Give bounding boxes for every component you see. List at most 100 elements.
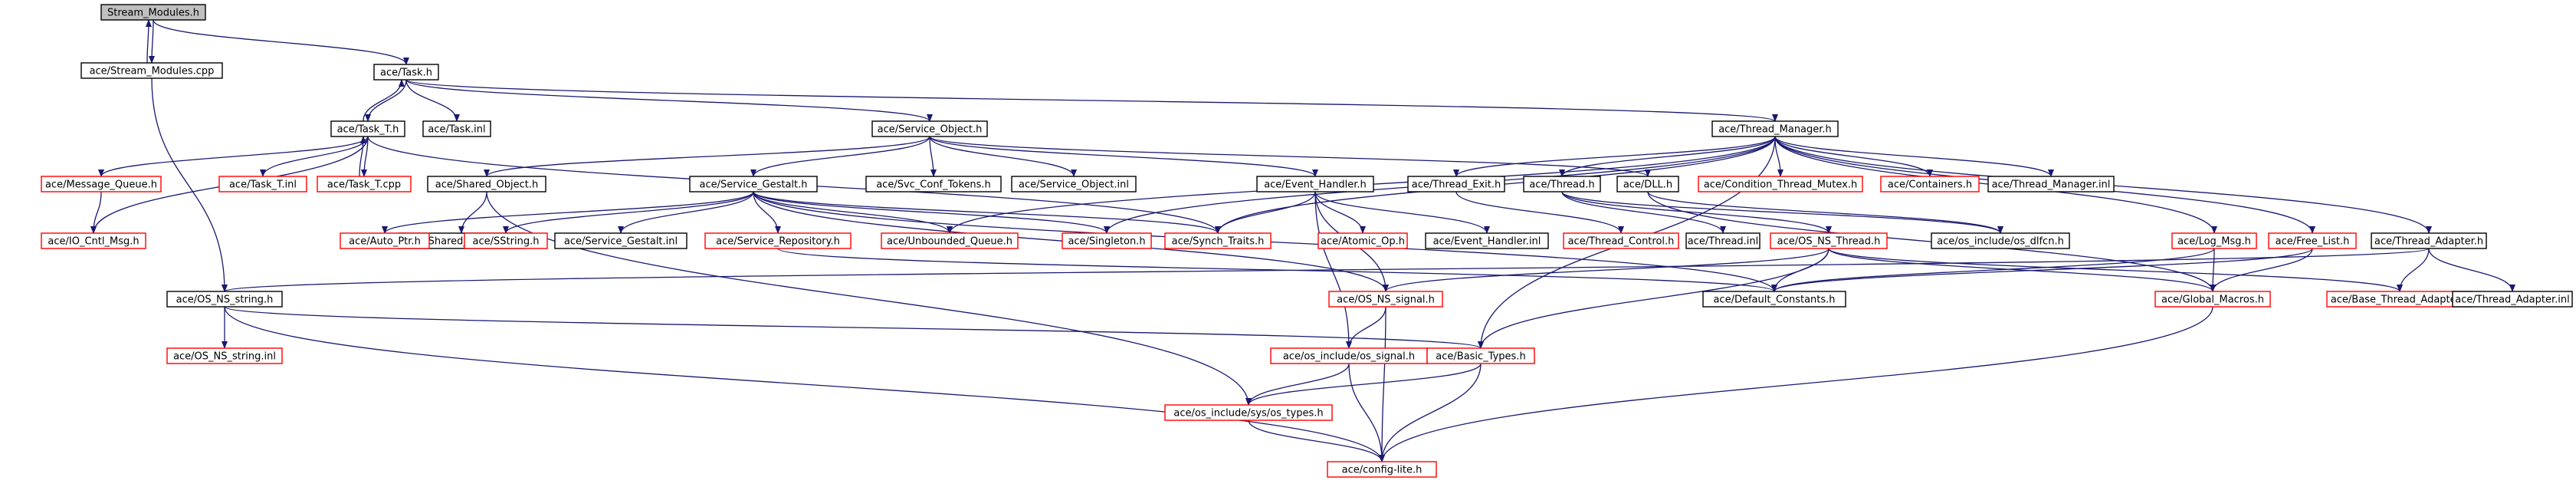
node-label: ace/os_include/sys/os_types.h (1173, 408, 1323, 420)
node-log-msg-h: ace/Log_Msg.h (2171, 232, 2257, 249)
edge-path (2210, 248, 2217, 292)
node-label: ace/Condition_Thread_Mutex.h (1704, 179, 1857, 191)
node-box (1563, 232, 1679, 249)
edge-service_object_h-to-svc_conf_tokens_h (929, 136, 937, 177)
node-thread-inl[interactable]: ace/Thread.inl (1685, 232, 1761, 249)
node-containers-h: ace/Containers.h (1880, 176, 1980, 192)
edge-path (1245, 363, 1350, 406)
node-free-list-h: ace/Free_List.h (2268, 232, 2357, 249)
edge-os_include_sys_os_types_h-to-config_lite_h (1248, 420, 1385, 462)
edge-path (929, 136, 937, 177)
edge-path (222, 248, 2430, 292)
edge-service_object_h-to-service_object_inl (929, 136, 1077, 177)
node-box (1062, 232, 1152, 249)
edge-task_t_h-to-task_h (363, 79, 405, 122)
edge-path (405, 79, 460, 122)
edge-path (2210, 248, 2313, 292)
node-thread-adapter-h[interactable]: ace/Thread_Adapter.h (2371, 232, 2487, 249)
node-os-include-os-dlfcn-h[interactable]: ace/os_include/os_dlfcn.h (1931, 232, 2070, 249)
edge-global_macros_h-to-config_lite_h (1379, 306, 2213, 462)
node-os-ns-thread-h: ace/OS_NS_Thread.h (1770, 232, 1888, 249)
edge-free_list_h-to-global_macros_h (2210, 248, 2313, 292)
node-box (373, 64, 439, 81)
node-service-object-h[interactable]: ace/Service_Object.h (871, 120, 988, 137)
edge-path (753, 191, 781, 234)
node-label: ace/Message_Queue.h (45, 179, 157, 191)
node-event-handler-h[interactable]: ace/Event_Handler.h (1256, 176, 1374, 192)
edge-event_handler_h-to-atomic_op_h (1314, 191, 1366, 234)
edge-path (1828, 248, 2403, 292)
node-os-ns-string-h[interactable]: ace/OS_NS_string.h (166, 291, 283, 308)
node-box (422, 120, 491, 137)
node-task-inl[interactable]: ace/Task.inl (422, 120, 491, 137)
edge-os_include_os_signal_h-to-os_include_sys_os_types_h (1245, 363, 1350, 406)
edge-path (618, 191, 754, 234)
edge-service_gestalt_h-to-synch_traits_h (753, 191, 1221, 234)
node-dll-h[interactable]: ace/DLL.h (1616, 176, 1679, 192)
node-svc-conf-tokens-h[interactable]: ace/Svc_Conf_Tokens.h (865, 176, 1002, 192)
edge-thread_manager_h-to-thread_manager_inl (1774, 136, 2054, 177)
node-thread-adapter-inl[interactable]: ace/Thread_Adapter.inl (2452, 291, 2573, 308)
node-box (218, 176, 307, 192)
node-label: ace/Thread_Adapter.inl (2455, 295, 2569, 306)
edge-os_ns_signal_h-to-os_include_os_signal_h (1346, 306, 1386, 349)
node-box (1523, 176, 1601, 192)
node-message-queue-h: ace/Message_Queue.h (41, 176, 162, 192)
node-service-gestalt-h[interactable]: ace/Service_Gestalt.h (689, 176, 818, 192)
edge-path (224, 306, 1385, 462)
node-event-handler-inl[interactable]: ace/Event_Handler.inl (1425, 232, 1549, 249)
edge-path (458, 191, 487, 234)
node-label: ace/OS_NS_string.h (176, 295, 274, 306)
node-label: ace/Event_Handler.h (1264, 179, 1367, 191)
edge-os_ns_string_h-to-basic_types_h (224, 306, 1484, 349)
edge-stream_modules_cpp-to-os_ns_string_h (151, 77, 228, 292)
node-task-h[interactable]: ace/Task.h (373, 64, 439, 81)
edge-path (1314, 191, 1366, 234)
node-label: ace/Atomic_Op.h (1321, 236, 1405, 248)
node-label: ace/Thread_Manager.h (1718, 124, 1832, 136)
node-box (1685, 232, 1761, 249)
node-sstring-h: ace/SString.h (464, 232, 548, 249)
edge-path (149, 19, 156, 64)
edge-path (363, 79, 405, 122)
node-box (865, 176, 1002, 192)
edge-path (750, 136, 930, 177)
edge-task_h-to-task_inl (405, 79, 460, 122)
edge-path (753, 191, 1221, 234)
node-service-object-inl[interactable]: ace/Service_Object.inl (1011, 176, 1137, 192)
node-stream-modules-h[interactable]: Stream_Modules.h (100, 4, 206, 21)
edge-os_ns_thread_h-to-os_ns_signal_h (1383, 248, 1829, 292)
edge-path (1478, 248, 1829, 349)
node-thread-exit-h[interactable]: ace/Thread_Exit.h (1407, 176, 1505, 192)
node-label: ace/Synch_Traits.h (1172, 236, 1265, 248)
node-default-constants-h[interactable]: ace/Default_Constants.h (1702, 291, 1846, 308)
node-task-t-h[interactable]: ace/Task_T.h (330, 120, 405, 137)
edge-path (1453, 136, 1776, 177)
node-box (41, 176, 162, 192)
node-stream-modules-cpp[interactable]: ace/Stream_Modules.cpp (80, 62, 223, 79)
node-box (317, 176, 412, 192)
node-label: ace/Thread_Control.h (1568, 236, 1675, 248)
node-label: ace/Service_Object.inl (1019, 179, 1129, 191)
edge-path (224, 306, 1484, 349)
node-shared-object-h[interactable]: ace/Shared_Object.h (427, 176, 546, 192)
edge-path (753, 191, 1110, 234)
node-label: ace/Auto_Ptr.h (349, 236, 421, 248)
node-synch-traits-h: ace/Synch_Traits.h (1164, 232, 1272, 249)
node-box (1318, 232, 1408, 249)
node-basic-types-h: ace/Basic_Types.h (1426, 347, 1535, 364)
node-thread-manager-h[interactable]: ace/Thread_Manager.h (1711, 120, 1839, 137)
node-thread-control-h: ace/Thread_Control.h (1563, 232, 1679, 249)
edge-path (1248, 420, 1385, 462)
edge-task_t_h-to-task_t_cpp (361, 136, 369, 177)
edge-path (1771, 248, 2313, 292)
edge-path (484, 136, 930, 177)
node-service-gestalt-inl[interactable]: ace/Service_Gestalt.inl (554, 232, 687, 249)
node-thread-h[interactable]: ace/Thread.h (1523, 176, 1601, 192)
node-thread-manager-inl[interactable]: ace/Thread_Manager.inl (1987, 176, 2115, 192)
node-box (1407, 176, 1505, 192)
node-box (464, 232, 548, 249)
node-box (1616, 176, 1679, 192)
node-label: ace/Containers.h (1888, 179, 1972, 191)
